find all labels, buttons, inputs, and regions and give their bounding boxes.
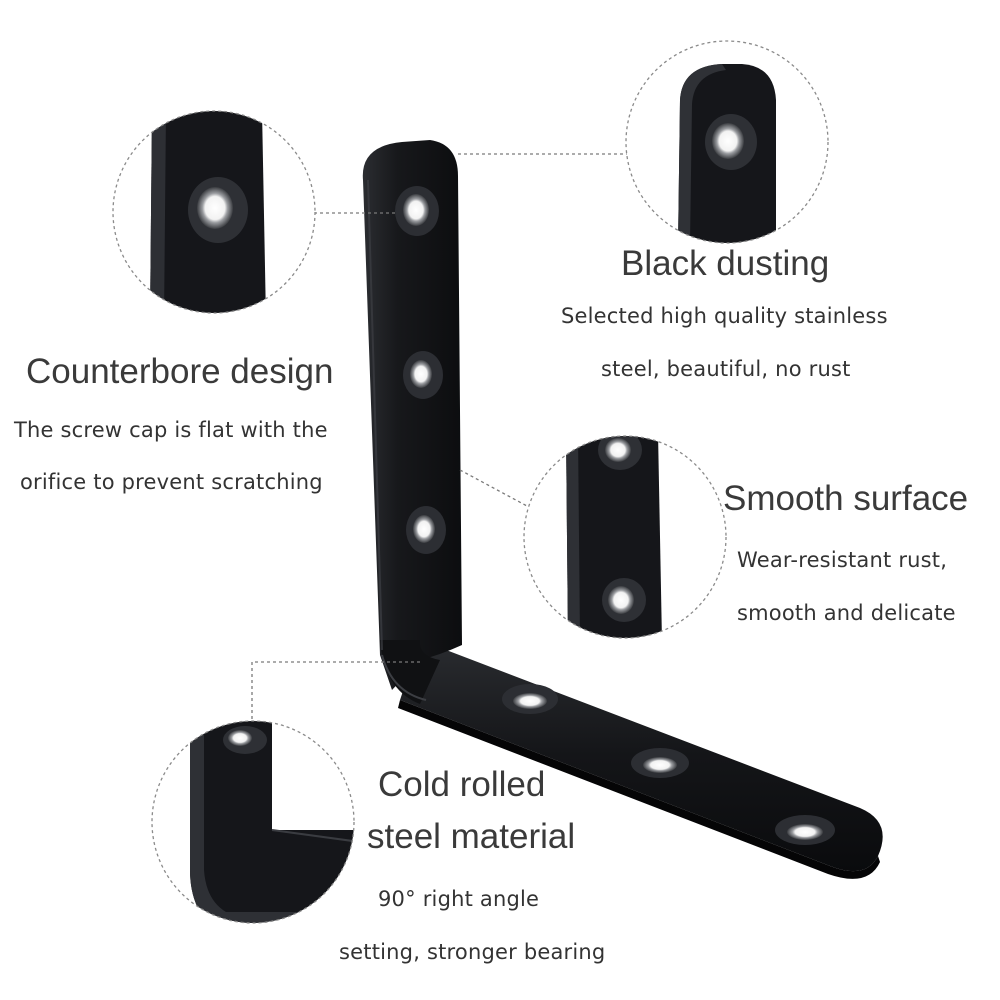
counterbore-hole [631, 748, 689, 778]
callout-lines [251, 153, 628, 722]
cold-rolled-desc-line1: 90° right angle [378, 887, 540, 911]
counterbore-desc-line2: orifice to prevent scratching [20, 470, 323, 494]
smooth-surface-desc-line2: smooth and delicate [737, 601, 956, 625]
counterbore-hole [395, 186, 439, 236]
black-dusting-title: Black dusting [621, 244, 830, 283]
counterbore-hole [502, 684, 558, 714]
zoom-circle-cold-rolled [151, 720, 355, 924]
counterbore-title: Counterbore design [26, 352, 334, 391]
bracket-bend [380, 640, 440, 704]
callout-line-cold-rolled [251, 661, 420, 722]
callout-line-smooth-surface [459, 469, 528, 507]
zoom-circle-smooth-surface [523, 435, 727, 639]
smooth-surface-title: Smooth surface [723, 479, 969, 518]
bracket-vertical-leg [362, 140, 462, 690]
black-dusting-desc-line1: Selected high quality stainless [561, 304, 888, 328]
counterbore-desc-line1: The screw cap is flat with the [14, 418, 328, 442]
black-dusting-desc-line2: steel, beautiful, no rust [601, 357, 851, 381]
l-bracket [362, 140, 883, 879]
cold-rolled-title-line1: Cold rolled [378, 765, 546, 804]
counterbore-hole [406, 506, 446, 554]
smooth-surface-desc-line1: Wear-resistant rust, [737, 548, 948, 572]
counterbore-hole [403, 351, 443, 399]
zoom-circle-counterbore [112, 110, 316, 314]
counterbore-hole [775, 815, 835, 845]
cold-rolled-title-line2: steel material [367, 817, 576, 856]
cold-rolled-desc-line2: setting, stronger bearing [339, 940, 606, 964]
zoom-circle-black-dusting [625, 40, 829, 244]
